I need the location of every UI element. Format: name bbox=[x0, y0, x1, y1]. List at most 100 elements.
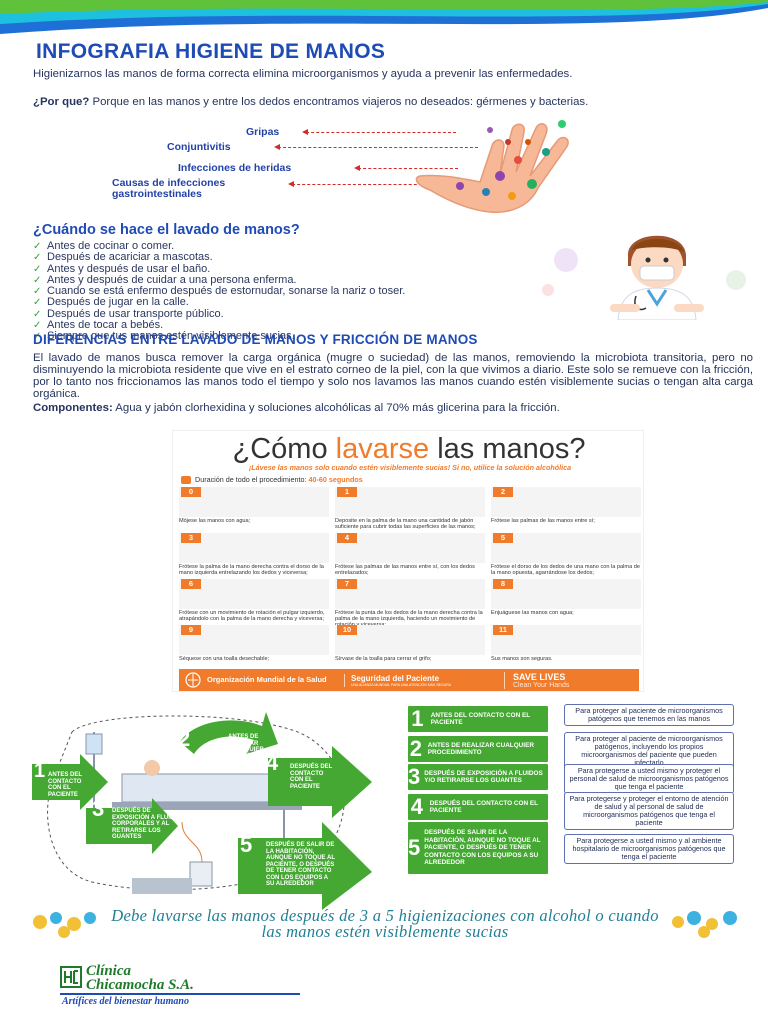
hand-germs-illustration bbox=[415, 120, 569, 214]
check-icon: ✓ bbox=[33, 286, 42, 298]
list-item: ✓Después de jugar en la calle. bbox=[33, 296, 189, 309]
colorful-hands-icon bbox=[672, 911, 737, 938]
step-illustration bbox=[335, 487, 485, 517]
moment-desc-5: Para protegerse a usted mismo y al ambie… bbox=[564, 834, 734, 864]
check-icon: ✓ bbox=[33, 331, 42, 343]
list-item: ✓Después de usar transporte público. bbox=[33, 307, 224, 320]
poster-footer: Organización Mundial de la Salud Segurid… bbox=[179, 669, 639, 691]
disease-label-flu: Gripas bbox=[246, 126, 280, 138]
hand-germs-section: Gripas Conjuntivitis Infecciones de heri… bbox=[100, 118, 620, 218]
moment-desc-2: Para proteger al paciente de microorgani… bbox=[564, 732, 734, 770]
poster-title: ¿Cómo lavarse las manos? bbox=[232, 433, 586, 465]
step-illustration bbox=[179, 533, 329, 563]
step-illustration bbox=[491, 487, 641, 517]
handwashing-poster: ¿Cómo lavarse las manos? ¡Lávese las man… bbox=[172, 430, 644, 692]
moment-desc-1: Para proteger al paciente de microorgani… bbox=[564, 704, 734, 726]
list-item: ✓Cuando se está enfermo después de estor… bbox=[33, 285, 406, 298]
closing-message: Debe lavarse las manos después de 3 a 5 … bbox=[111, 906, 659, 941]
clinic-name-line2: Chicamocha S.A. bbox=[86, 977, 194, 993]
why-label: ¿Por que? bbox=[33, 96, 90, 108]
dash-line bbox=[292, 184, 432, 185]
step-illustration bbox=[335, 579, 485, 609]
step-illustration bbox=[491, 625, 641, 655]
list-item: ✓Antes de tocar a bebés. bbox=[33, 319, 164, 332]
page-title: INFOGRAFIA HIGIENE DE MANOS bbox=[36, 40, 386, 63]
top-wave-decoration bbox=[0, 0, 768, 34]
check-icon: ✓ bbox=[33, 252, 42, 264]
why-body: Porque en las manos y entre los dedos en… bbox=[89, 96, 589, 108]
arrow-icon bbox=[354, 165, 360, 171]
clinic-tagline: Artífices del bienestar humano bbox=[62, 996, 189, 1007]
moment-desc-4: Para protegerse y proteger el entorno de… bbox=[564, 792, 734, 830]
timer-icon bbox=[181, 476, 191, 485]
check-icon: ✓ bbox=[33, 320, 42, 332]
save-lives-sub: Clean Your Hands bbox=[513, 681, 570, 689]
colorful-hands-icon bbox=[33, 912, 96, 938]
step-illustration bbox=[335, 625, 485, 655]
disease-label-wound-infections: Infecciones de heridas bbox=[178, 162, 292, 174]
differences-text: El lavado de manos busca remover la carg… bbox=[33, 352, 753, 400]
step-illustration bbox=[179, 625, 329, 655]
clinic-name-line1: Clínica bbox=[86, 963, 132, 979]
list-item: ✓Antes y después de usar el baño. bbox=[33, 262, 211, 275]
patient-safety-label: Seguridad del Paciente bbox=[351, 673, 440, 683]
list-item: ✓Antes de cocinar o comer. bbox=[33, 240, 175, 252]
arrow-icon bbox=[274, 144, 280, 150]
components-text: Componentes: Agua y jabón clorhexidina y… bbox=[33, 402, 560, 414]
patient-safety-small: UNA ALIANZA MUNDIAL PARA UNA ATENCIÓN MÁ… bbox=[351, 682, 452, 687]
step-illustration bbox=[491, 579, 641, 609]
clinic-logo-icon bbox=[60, 966, 82, 988]
check-icon: ✓ bbox=[33, 274, 42, 286]
when-heading: ¿Cuándo se hace el lavado de manos? bbox=[33, 222, 300, 238]
check-icon: ✓ bbox=[33, 308, 42, 320]
save-lives-title: SAVE LIVES bbox=[513, 671, 566, 682]
doctor-illustration bbox=[542, 235, 746, 320]
disease-label-conjunctivitis: Conjuntivitis bbox=[167, 141, 231, 153]
list-item: ✓Siempre que tus manos estén visiblement… bbox=[33, 330, 295, 343]
step-illustration bbox=[179, 579, 329, 609]
why-text: ¿Por que? Porque en las manos y entre lo… bbox=[33, 96, 753, 108]
dash-line bbox=[358, 168, 458, 169]
check-icon: ✓ bbox=[33, 263, 42, 275]
arrow-icon bbox=[302, 129, 308, 135]
check-icon: ✓ bbox=[33, 297, 42, 309]
components-label: Componentes: bbox=[33, 402, 113, 414]
list-item: ✓Después de acariciar a mascotas. bbox=[33, 251, 213, 264]
intro-text: Higienizarnos las manos de forma correct… bbox=[33, 68, 573, 80]
step-illustration bbox=[179, 487, 329, 517]
check-icon: ✓ bbox=[33, 241, 42, 252]
step-illustration bbox=[491, 533, 641, 563]
who-emblem-icon bbox=[185, 672, 201, 688]
moment-desc-3: Para protegerse a usted mismo y proteger… bbox=[564, 764, 734, 794]
poster-duration: Duración de todo el procedimiento: 40-60… bbox=[181, 475, 363, 485]
who-name: Organización Mundial de la Salud bbox=[207, 675, 327, 684]
dash-line bbox=[278, 147, 478, 148]
moment-arrows bbox=[32, 712, 372, 910]
differences-heading: DIFERENCIAS ENTRE LAVADO DE MANOS Y FRIC… bbox=[33, 332, 478, 347]
poster-subtitle: ¡Lávese las manos solo cuando estén visi… bbox=[248, 463, 572, 472]
step-illustration bbox=[335, 533, 485, 563]
dash-line bbox=[306, 132, 456, 133]
when-checklist: ✓Antes de cocinar o comer. ✓Después de a… bbox=[33, 240, 573, 343]
list-item: ✓Antes y después de cuidar a una persona… bbox=[33, 273, 297, 286]
disease-label-gastro: Causas de infecciones gastrointestinales bbox=[112, 177, 226, 200]
